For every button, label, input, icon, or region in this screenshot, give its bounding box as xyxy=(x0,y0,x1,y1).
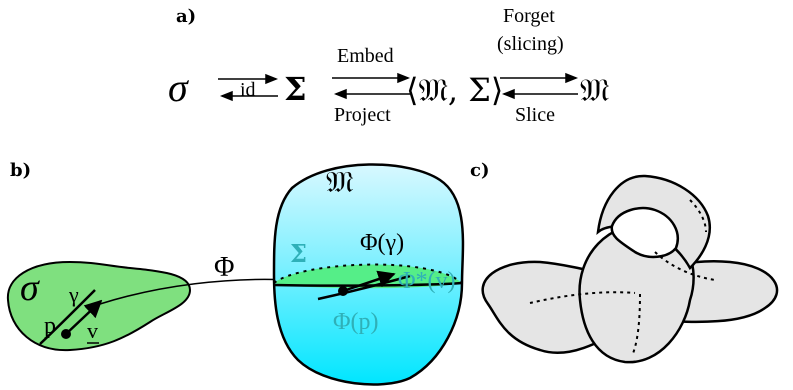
project-label: Project xyxy=(334,104,391,126)
M-label-a: 𝔐 xyxy=(580,71,609,109)
hidden-line-2 xyxy=(631,293,641,357)
panel-b-label: b) xyxy=(10,160,31,181)
Sigma-slice xyxy=(274,264,462,289)
phi-gamma-curve xyxy=(317,274,411,301)
id-arrow-pair xyxy=(218,73,279,102)
id-label: id xyxy=(240,79,256,101)
forget-label: Forget xyxy=(503,5,555,27)
hidden-line-1 xyxy=(529,291,636,304)
embed-project-arrow-pair xyxy=(332,72,411,100)
bottom-lobe xyxy=(578,223,695,364)
phi-p-label: Φ(p) xyxy=(333,309,379,335)
forget-slice-arrow-pair xyxy=(500,72,579,100)
sigma-bold-label: Σ xyxy=(284,70,307,108)
Sigma-label-b: Σ xyxy=(290,239,307,268)
forget-slicing-label: (slicing) xyxy=(497,33,564,55)
v-label: v xyxy=(87,318,98,343)
phi-star-v-vector xyxy=(342,270,396,293)
gamma-curve xyxy=(39,289,96,345)
phi-map-arc xyxy=(99,274,292,305)
phi-gamma-label: Φ(γ) xyxy=(360,230,404,256)
p-label: p xyxy=(44,313,56,339)
Sigma-slice-front-edge xyxy=(273,281,463,287)
panel-a-label: a) xyxy=(176,6,196,27)
v-vector xyxy=(65,299,103,335)
panel-b: b) σ γ p v Φ 𝔐 Σ Φ(γ) Φ*(v) Φ(p) xyxy=(6,160,465,386)
sigma-small-label-b: σ xyxy=(20,267,40,309)
phi-label: Φ xyxy=(214,252,234,283)
panel-a: a) σ id Σ Embed Project ⟨𝔐, Σ⟩ Forget (s… xyxy=(168,5,609,126)
slice-label: Slice xyxy=(515,104,555,126)
point-phi-p xyxy=(338,286,348,296)
panel-c-label: c) xyxy=(470,160,489,181)
gamma-label: γ xyxy=(68,282,79,307)
loop-hole xyxy=(610,206,679,259)
sigma-small-label: σ xyxy=(168,65,189,110)
panel-c: c) xyxy=(470,160,779,364)
phi-star-v-label: Φ*(v) xyxy=(398,268,456,294)
pair-label: ⟨𝔐, Σ⟩ xyxy=(406,71,503,109)
embed-label: Embed xyxy=(337,45,394,67)
point-p xyxy=(61,329,71,339)
M-label-b: 𝔐 xyxy=(326,165,354,200)
